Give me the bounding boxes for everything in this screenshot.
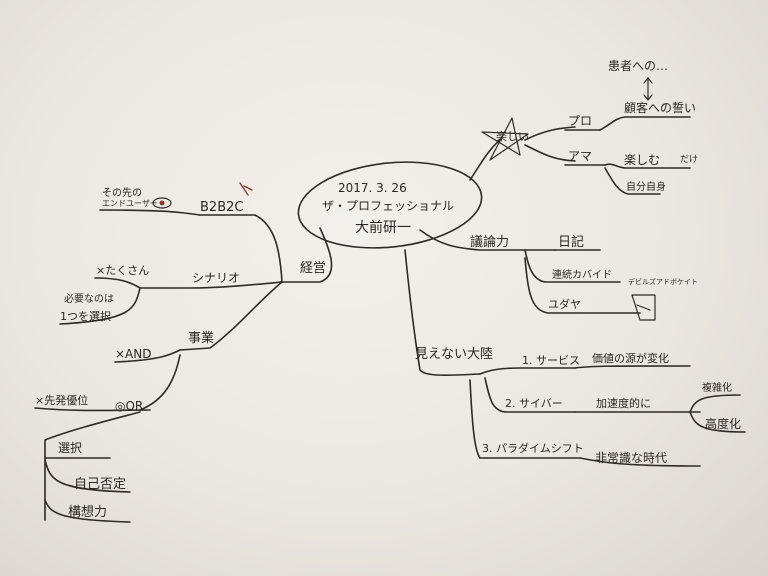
center-date: 2017. 3. 26: [338, 181, 407, 195]
center-program: ザ・プロフェッショナル: [322, 199, 454, 213]
center-author: 大前研一: [355, 219, 411, 236]
devil-label: デビルズアドボケイト: [628, 277, 698, 286]
must-label: 必要なのは: [64, 292, 114, 305]
arrow-box-icon: [631, 294, 656, 321]
dake-label: だけ: [680, 154, 698, 165]
enjoy-label: 楽しむ: [624, 153, 660, 167]
paradigm-label: 3. パラダイムシフト: [482, 441, 584, 455]
self-denial-label: 自己否定: [74, 477, 126, 492]
cyber-label: 2. サイバー: [505, 397, 563, 410]
discussion-label: 議論力: [470, 234, 509, 250]
b2b2c-label: B2B2C: [200, 200, 243, 215]
value-change: 価値の源が変化: [592, 351, 669, 365]
center-ellipse: [297, 161, 483, 249]
ama-label: アマ: [568, 149, 592, 163]
beyond-label: その先の: [102, 187, 142, 199]
select-label: 選択: [58, 441, 82, 455]
xand-label: ×AND: [115, 347, 151, 361]
star-doodle: [481, 117, 529, 161]
many-label: ×たくさん: [96, 264, 149, 277]
invisible-continent: 見えない大陸: [415, 346, 493, 362]
accelerate-label: 加速度的に: [596, 396, 651, 410]
concept-label: 構想力: [68, 504, 107, 520]
fun-label: 楽しい: [496, 130, 529, 143]
end-user-label: エンドユーザー: [102, 199, 158, 208]
first-mover-label: ×先発優位: [35, 393, 88, 407]
patients-label: 患者への…: [608, 59, 668, 73]
choose-one-label: 1つを選択: [60, 309, 111, 323]
continuous-label: 連続カバイド: [552, 268, 612, 281]
complex-label: 複雑化: [702, 381, 732, 394]
unusual-label: 非常識な時代: [595, 451, 667, 465]
business-label: 事業: [188, 330, 214, 346]
eye-doodle: [152, 197, 172, 209]
pro-label: プロ: [568, 114, 592, 128]
customer-oath: 顧客への誓い: [624, 100, 696, 115]
management-label: 経営: [300, 261, 326, 276]
reverse-label: ユダヤ: [548, 297, 581, 311]
advanced-label: 高度化: [705, 416, 741, 431]
service-label: 1. サービス: [522, 354, 580, 367]
scenario-label: シナリオ: [192, 271, 240, 285]
self-label: 自分自身: [626, 180, 666, 193]
diary-label: 日記: [558, 234, 584, 250]
